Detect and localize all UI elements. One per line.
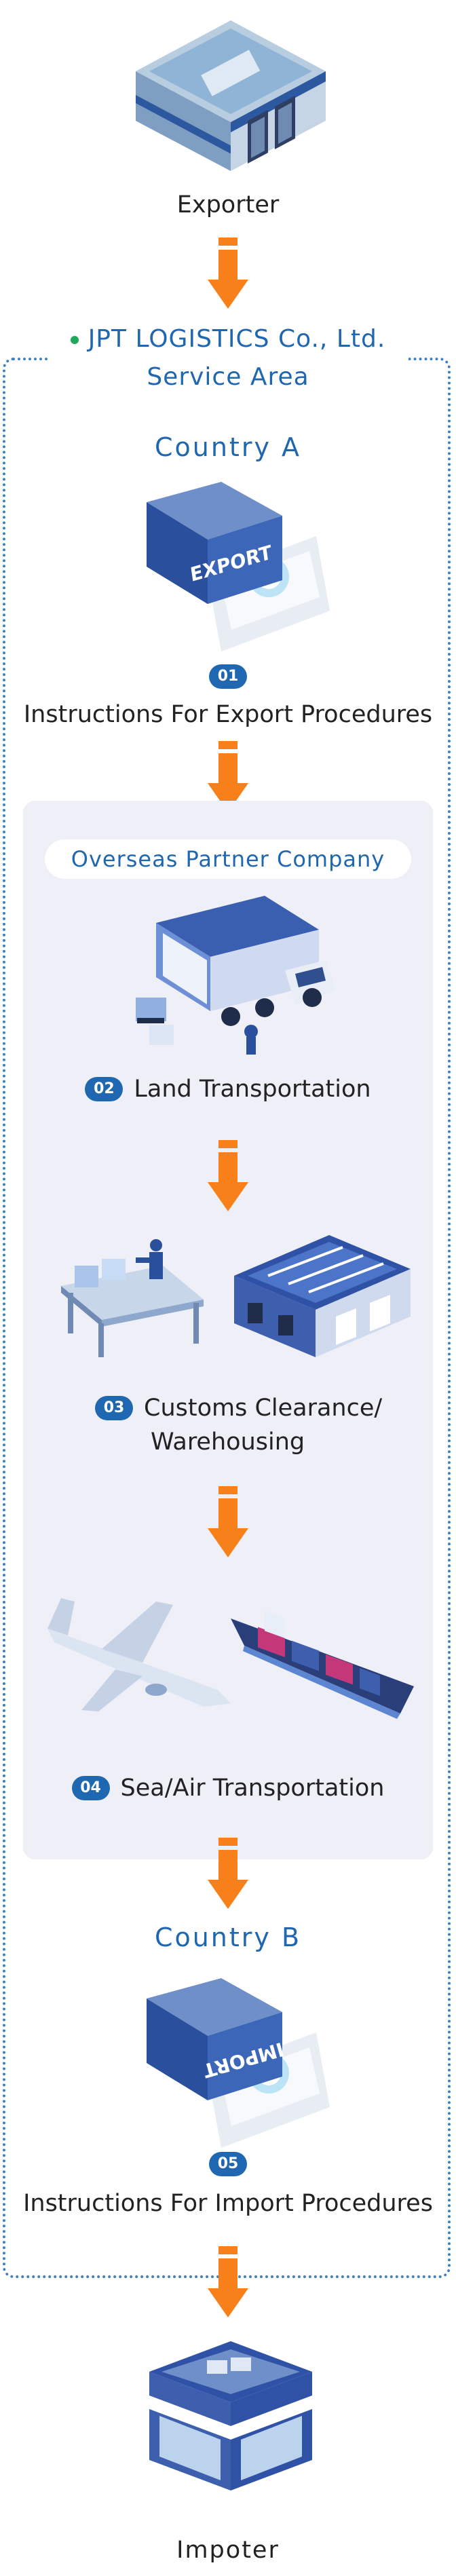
step-04-badge: 04 <box>71 1776 110 1800</box>
service-area-title: JPT LOGISTICS Co., Ltd. Service Area <box>0 320 456 396</box>
down-arrow-icon <box>208 1140 248 1211</box>
down-arrow-icon <box>208 2246 248 2317</box>
down-arrow-icon <box>208 741 248 812</box>
importer-shop-icon <box>149 2341 312 2490</box>
step-02-badge: 02 <box>85 1077 124 1101</box>
exporter-building-icon <box>136 20 326 171</box>
importer-label: Impoter <box>176 2537 280 2564</box>
step-01-label: Instructions For Export Procedures <box>23 701 433 728</box>
down-arrow-icon <box>208 1838 248 1909</box>
down-arrow-icon <box>208 1486 248 1557</box>
step-04-row: 04 Sea/Air Transportation <box>0 1775 456 1802</box>
step-05-badge-row: 05 <box>0 2152 456 2176</box>
step-01-badge: 01 <box>209 664 247 689</box>
step-05-badge: 05 <box>209 2152 247 2176</box>
service-area-subtitle: Service Area <box>147 363 309 391</box>
airplane-icon <box>48 1598 231 1711</box>
step-02-label: Land Transportation <box>134 1076 371 1103</box>
country-b-label: Country B <box>154 1922 302 1952</box>
conveyor-worker-icon <box>61 1239 204 1357</box>
service-area-title-mask <box>48 339 408 387</box>
export-container-icon: EXPORT <box>147 482 330 651</box>
step-03-row: 03 Customs Clearance/ Warehousing <box>95 1395 382 1456</box>
truck-icon <box>136 896 336 1055</box>
warehouse-icon <box>234 1235 411 1357</box>
step-03-label-line1: Customs Clearance/ <box>144 1395 383 1422</box>
step-05-label: Instructions For Import Procedures <box>23 2190 433 2217</box>
exporter-label: Exporter <box>176 191 280 219</box>
step-01-badge-row: 01 <box>0 664 456 689</box>
down-arrow-icon <box>208 238 248 309</box>
step-03-label-line2: Warehousing <box>151 1428 305 1456</box>
step-02-row: 02 Land Transportation <box>0 1076 456 1103</box>
cargo-ship-icon <box>231 1610 414 1719</box>
service-area-company: JPT LOGISTICS Co., Ltd. <box>88 325 386 353</box>
country-a-label: Country A <box>154 432 302 462</box>
step-04-label: Sea/Air Transportation <box>120 1775 385 1802</box>
step-03-badge: 03 <box>95 1396 133 1420</box>
green-dot-icon <box>70 336 79 344</box>
import-container-icon: IMPORT <box>147 1978 330 2148</box>
overseas-partner-label: Overseas Partner Company <box>45 839 411 879</box>
